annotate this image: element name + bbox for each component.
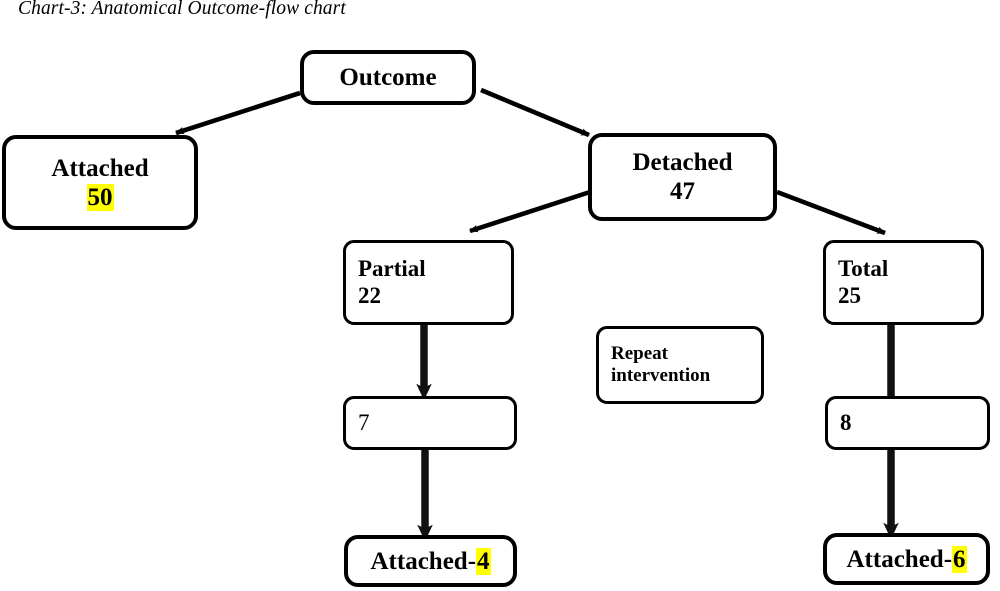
node-repeat-line1: Repeat (611, 342, 668, 364)
node-attached-6-value: 6 (952, 545, 967, 573)
node-repeat-intervention[interactable]: Repeat intervention (596, 326, 764, 404)
node-partial-value: 22 (358, 282, 381, 308)
node-attached-label: Attached (51, 154, 149, 182)
node-partial-seven-label: 7 (358, 409, 370, 435)
page-title: Chart-3: Anatomical Outcome-flow chart (18, 0, 346, 19)
node-partial-label: Partial (358, 255, 426, 281)
node-total-label: Total (838, 255, 889, 281)
node-attached-6-row: Attached-6 (827, 545, 986, 574)
node-detached-value: 47 (670, 178, 695, 205)
node-attached-4-row: Attached-4 (348, 547, 513, 576)
node-attached-6-prefix: Attached- (846, 545, 953, 573)
node-outcome[interactable]: Outcome (300, 50, 476, 105)
node-partial[interactable]: Partial 22 (343, 240, 514, 325)
edge-outcome-attached (175, 90, 301, 136)
node-attached[interactable]: Attached 50 (2, 135, 198, 230)
node-attached-value: 50 (86, 183, 114, 211)
node-total-value: 25 (838, 282, 861, 308)
edge-outcome-detached (480, 87, 590, 138)
node-attached-4-prefix: Attached- (370, 547, 477, 575)
node-partial-seven[interactable]: 7 (343, 396, 517, 450)
node-attached-4-value: 4 (476, 547, 491, 575)
node-attached-4[interactable]: Attached-4 (344, 535, 517, 587)
edge-detached-partial (469, 189, 591, 234)
node-detached[interactable]: Detached 47 (588, 133, 777, 221)
node-total-eight[interactable]: 8 (825, 396, 990, 450)
node-total-eight-label: 8 (840, 409, 852, 435)
node-detached-label: Detached (632, 149, 733, 176)
node-attached-6[interactable]: Attached-6 (823, 533, 990, 585)
node-outcome-label: Outcome (339, 64, 437, 91)
node-attached-value-row: 50 (6, 183, 194, 212)
edge-detached-total (776, 189, 886, 236)
node-total[interactable]: Total 25 (823, 240, 984, 325)
node-repeat-line2: intervention (611, 365, 711, 386)
